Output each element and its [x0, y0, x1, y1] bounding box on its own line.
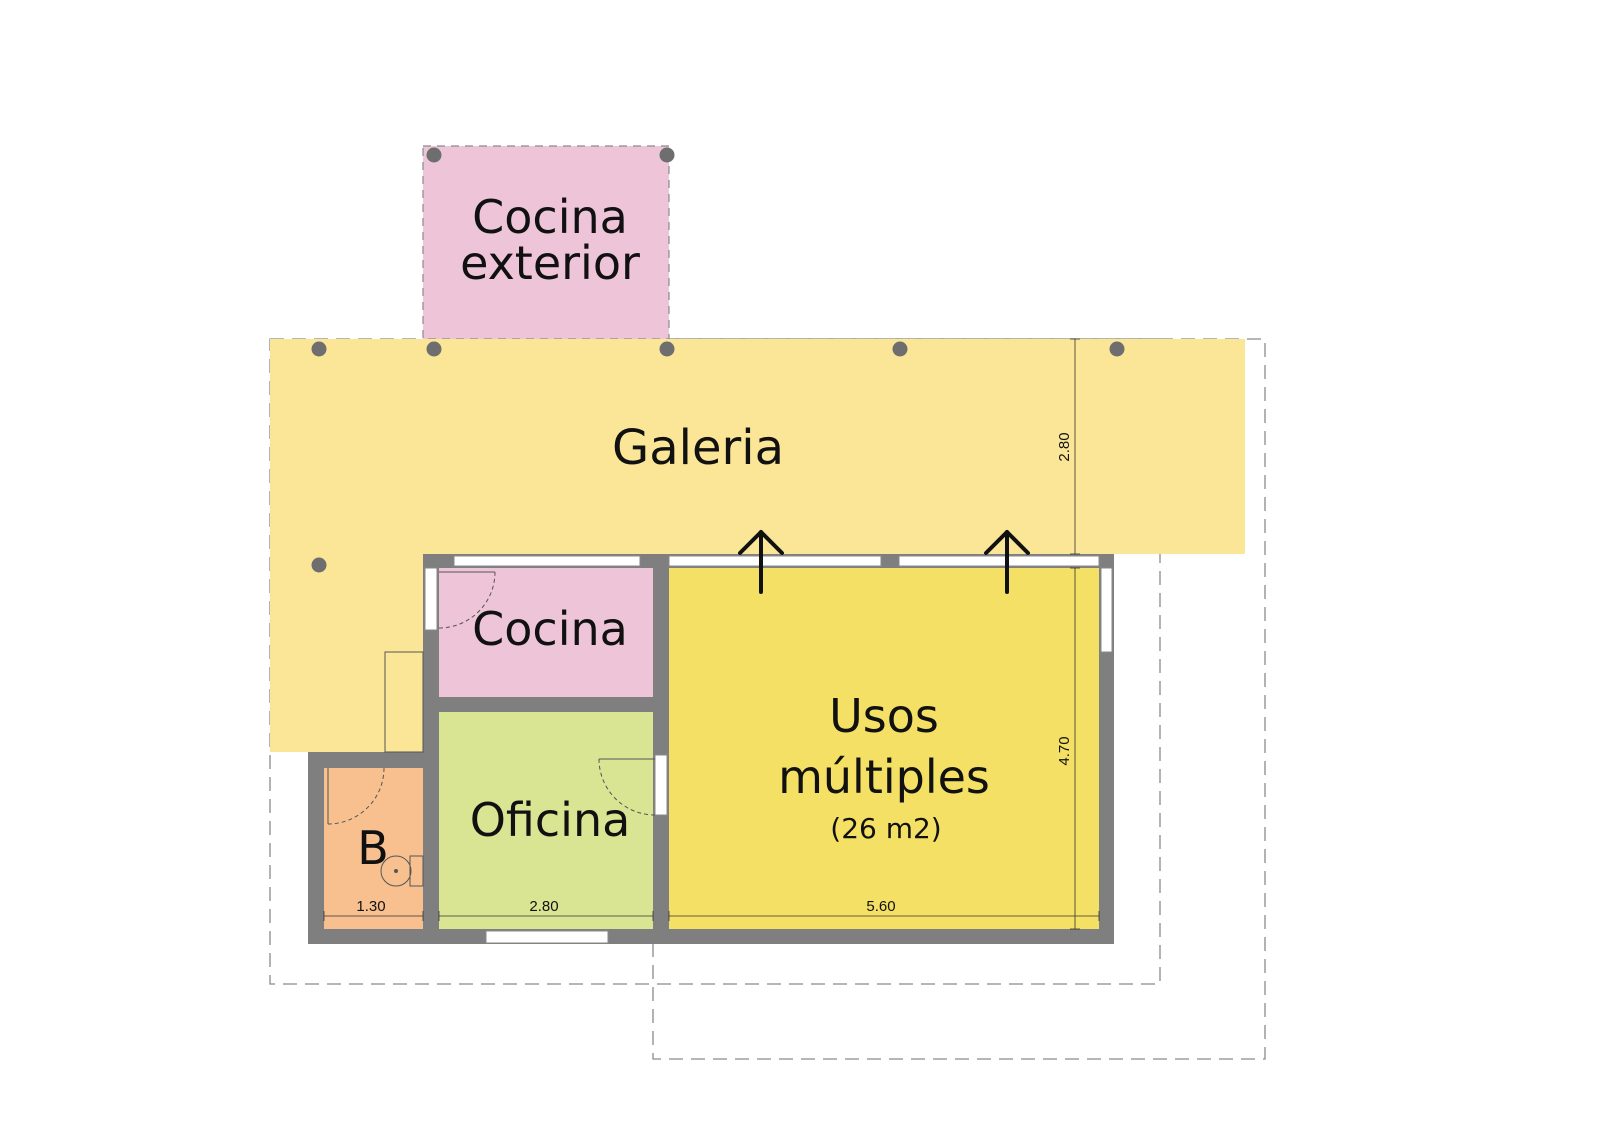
column-icon — [311, 557, 327, 573]
cocina-label: Cocina — [472, 602, 628, 656]
cocina-exterior-area — [423, 146, 669, 339]
usos-multiples-area — [669, 568, 1099, 929]
entry-arrows — [738, 530, 1030, 594]
galeria-label: Galeria — [612, 420, 784, 476]
door-swing-bano — [327, 767, 385, 825]
bano-label: B — [357, 821, 389, 875]
column-icon — [311, 341, 327, 357]
column-icon — [659, 341, 675, 357]
door-gap-cocina-west — [424, 567, 438, 631]
dimension-usos-width: 5.60 — [866, 898, 895, 915]
column-icon — [426, 147, 442, 163]
bano-area — [324, 768, 423, 929]
column-icon — [659, 147, 675, 163]
cocina-area — [439, 568, 653, 697]
dimension-bano-width: 1.30 — [356, 898, 385, 915]
dimension-oficina-width: 2.80 — [529, 898, 558, 915]
door-swing-oficina — [598, 758, 656, 816]
usos-multiples-label-line1: Usos — [829, 689, 939, 743]
cocina-exterior-label-line1: Cocina — [472, 190, 628, 244]
arrow-up-icon — [984, 530, 1030, 594]
openings — [424, 555, 1113, 944]
window-oficina-south — [485, 930, 609, 944]
window-usos-north-1 — [668, 555, 882, 567]
usos-multiples-label-line2: múltiples — [778, 750, 990, 804]
arrow-up-icon — [738, 530, 784, 594]
column-icon — [892, 341, 908, 357]
window-usos-north-2 — [898, 555, 1100, 567]
door-leaves — [327, 571, 655, 824]
dimension-galeria-depth: 2.80 — [1056, 432, 1073, 461]
galeria-area — [270, 339, 1245, 554]
door-swing-cocina — [438, 571, 496, 629]
oficina-area — [439, 712, 653, 929]
column-icon — [1109, 341, 1125, 357]
lower-annex-outline — [652, 338, 1266, 1060]
cocina-exterior-label-line2: exterior — [460, 236, 640, 290]
columns — [311, 147, 1125, 573]
dimension-lines — [323, 338, 1100, 930]
window-usos-east — [1100, 567, 1113, 653]
galeria-overlap-west — [308, 554, 423, 752]
toilet-icon — [380, 855, 424, 887]
door-swings — [327, 571, 656, 825]
column-icon — [426, 341, 442, 357]
dimension-usos-depth: 4.70 — [1056, 736, 1073, 765]
oficina-label: Oficina — [470, 793, 631, 847]
door-gap-oficina-east — [654, 754, 668, 816]
window-cocina-north — [453, 555, 641, 567]
step-outline — [384, 651, 424, 753]
usos-multiples-area-label: (26 m2) — [830, 812, 941, 845]
